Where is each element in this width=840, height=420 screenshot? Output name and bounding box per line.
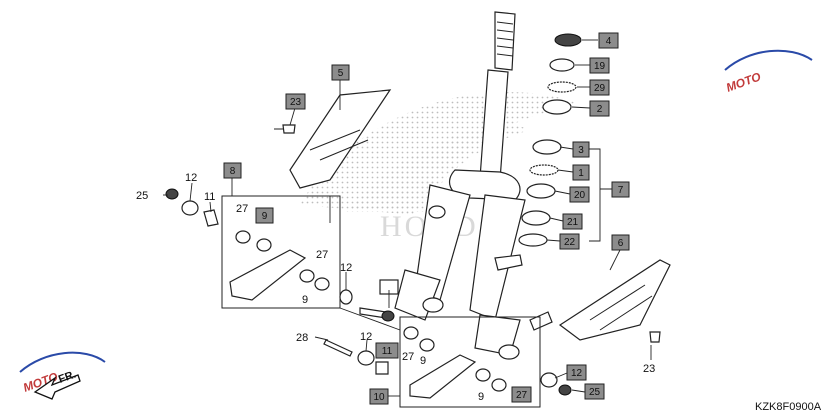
label-p28: 28 — [296, 332, 308, 344]
callout-p21: 21 — [562, 213, 583, 230]
callout-p5: 5 — [331, 64, 350, 81]
steering-stem — [394, 11, 553, 360]
svg-text:25: 25 — [589, 387, 601, 398]
left-link-group — [165, 124, 341, 309]
callout-p6: 6 — [611, 234, 630, 251]
svg-text:5: 5 — [338, 68, 344, 79]
svg-text:20: 20 — [574, 190, 586, 201]
callout-p7: 7 — [611, 181, 630, 198]
svg-text:6: 6 — [618, 238, 624, 249]
front-fender-left — [289, 89, 392, 189]
callout-p8: 8 — [223, 162, 242, 179]
svg-text:2: 2 — [597, 104, 603, 115]
svg-text:23: 23 — [290, 97, 302, 108]
callout-p27d: 27 — [511, 386, 532, 403]
svg-text:9: 9 — [262, 211, 268, 222]
callout-p29: 29 — [589, 79, 610, 96]
svg-text:29: 29 — [594, 83, 606, 94]
label-p12a: 12 — [185, 172, 197, 184]
lower-link-group — [323, 279, 661, 408]
diagram-code: KZK8F0900A — [755, 401, 822, 413]
svg-text:1: 1 — [578, 168, 584, 179]
label-p12c: 12 — [360, 331, 372, 343]
label-p9d: 9 — [478, 391, 484, 403]
label-p23b: 23 — [643, 363, 655, 375]
direction-label: FR. — [57, 368, 78, 385]
moto-logo-text: MOTO — [724, 69, 763, 95]
svg-text:21: 21 — [567, 217, 579, 228]
callout-p20: 20 — [569, 186, 590, 203]
svg-text:27: 27 — [516, 390, 528, 401]
svg-text:3: 3 — [578, 145, 584, 156]
label-p11a: 11 — [204, 191, 215, 203]
svg-text:4: 4 — [606, 36, 612, 47]
label-p9b: 9 — [302, 294, 308, 306]
callout-p2: 2 — [589, 100, 610, 117]
label-p27c: 27 — [402, 351, 414, 363]
svg-text:10: 10 — [373, 392, 385, 403]
callout-p1: 1 — [572, 164, 590, 181]
label-p27a: 27 — [236, 203, 248, 215]
svg-text:22: 22 — [564, 237, 576, 248]
label-p9c: 9 — [420, 355, 426, 367]
callout-p11b: 11 — [375, 342, 399, 359]
callout-p22: 22 — [559, 233, 580, 250]
callout-p10: 10 — [369, 388, 389, 405]
leader-lines — [163, 39, 652, 397]
callout-p4: 4 — [598, 32, 619, 49]
bearing-stack — [518, 33, 582, 247]
callout-p3: 3 — [572, 141, 590, 158]
svg-text:11: 11 — [382, 346, 393, 357]
callout-p23a: 23 — [285, 93, 306, 110]
svg-text:19: 19 — [594, 61, 606, 72]
svg-text:8: 8 — [230, 166, 236, 177]
label-p12b: 12 — [340, 262, 352, 274]
label-p27b: 27 — [316, 249, 328, 261]
moto-logo: MOTO — [724, 49, 813, 95]
callout-p19: 19 — [589, 57, 610, 74]
svg-text:12: 12 — [571, 368, 583, 379]
callout-p9a: 9 — [255, 207, 274, 224]
label-p25a: 25 — [136, 190, 148, 202]
svg-text:7: 7 — [618, 185, 624, 196]
callout-p25b: 25 — [584, 383, 605, 400]
front-fender-right — [558, 259, 671, 341]
callout-p12d: 12 — [566, 364, 587, 381]
front-direction-arrow: FR. — [33, 368, 81, 400]
